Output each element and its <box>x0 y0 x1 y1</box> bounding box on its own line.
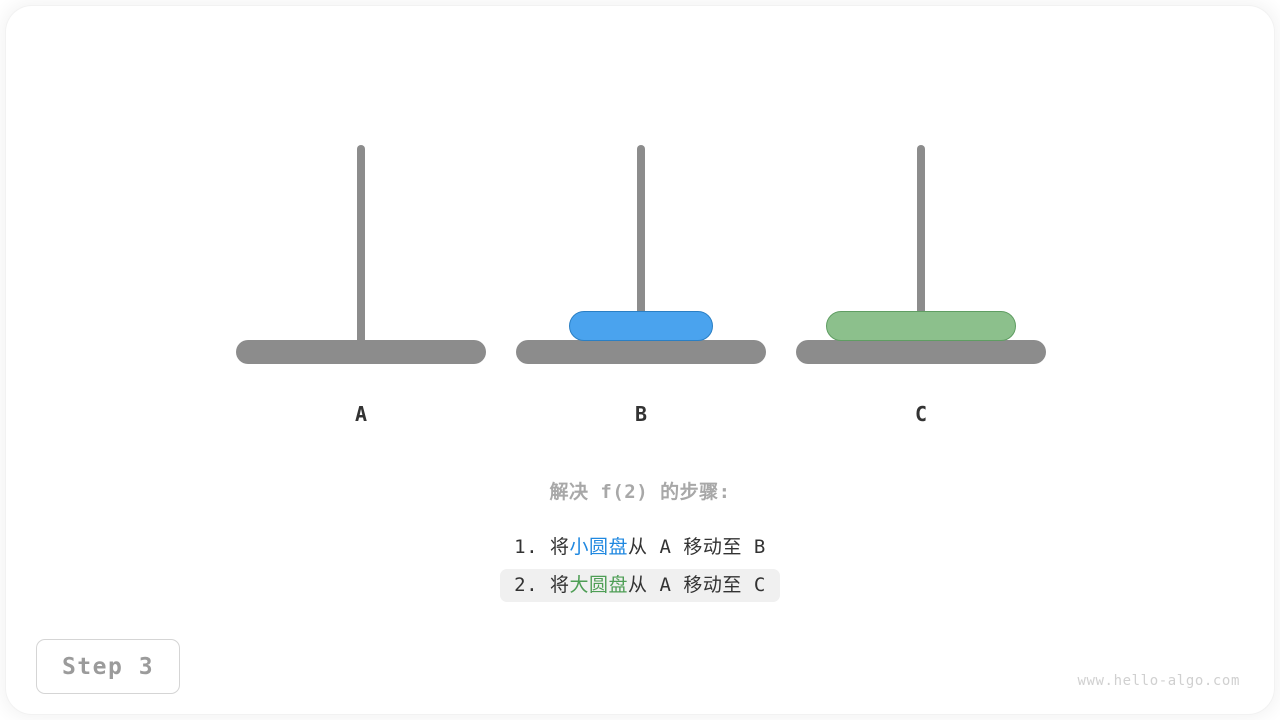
steps-list: 1. 将小圆盘从 A 移动至 B 2. 将大圆盘从 A 移动至 C <box>0 528 1280 604</box>
step-1-to: B <box>753 535 766 558</box>
step-2-gap1 <box>648 574 660 596</box>
step-badge: Step 3 <box>36 639 180 694</box>
step-1-gap1 <box>648 536 660 558</box>
peg-b-base <box>516 340 766 364</box>
step-1-from: A <box>659 535 672 558</box>
step-1-spacer <box>538 536 550 558</box>
step-1-index: 1. <box>514 535 539 558</box>
step-2-spacer <box>538 574 550 596</box>
small-disk <box>569 311 713 341</box>
step-badge-label: Step 3 <box>61 653 155 680</box>
step-2-prefix: 将 <box>550 573 570 596</box>
peg-a-base <box>236 340 486 364</box>
step-row: 2. 将大圆盘从 A 移动至 C <box>0 566 1280 604</box>
peg-a-label: A <box>354 402 368 426</box>
caption-title: 解决 f(2) 的步骤: <box>549 481 731 503</box>
step-2-from: A <box>659 573 672 596</box>
watermark: www.hello-algo.com <box>1077 673 1240 689</box>
step-row: 1. 将小圆盘从 A 移动至 B <box>0 528 1280 566</box>
peg-c-pillar <box>917 145 925 345</box>
peg-b-pillar <box>637 145 645 345</box>
step-1-keyword: 小圆盘 <box>569 535 629 558</box>
large-disk <box>826 311 1016 341</box>
peg-a-pillar <box>357 145 365 345</box>
step-2-gap2 <box>671 574 683 596</box>
step-2-to: C <box>753 573 766 596</box>
step-1-text: 1. 将小圆盘从 A 移动至 B <box>500 531 780 564</box>
step-1-verb: 移动至 <box>683 535 742 558</box>
step-2-keyword: 大圆盘 <box>569 573 629 596</box>
peg-c-label: C <box>914 402 928 426</box>
peg-c-base <box>796 340 1046 364</box>
step-2-middle: 从 <box>628 573 648 596</box>
step-1-prefix: 将 <box>550 535 570 558</box>
step-2-text: 2. 将大圆盘从 A 移动至 C <box>500 568 780 602</box>
step-1-middle: 从 <box>628 535 648 558</box>
step-1-gap3 <box>742 536 754 558</box>
step-2-gap3 <box>742 574 754 596</box>
peg-b-label: B <box>634 402 648 426</box>
step-1-gap2 <box>671 536 683 558</box>
step-2-verb: 移动至 <box>683 573 742 596</box>
step-2-index: 2. <box>514 573 539 596</box>
